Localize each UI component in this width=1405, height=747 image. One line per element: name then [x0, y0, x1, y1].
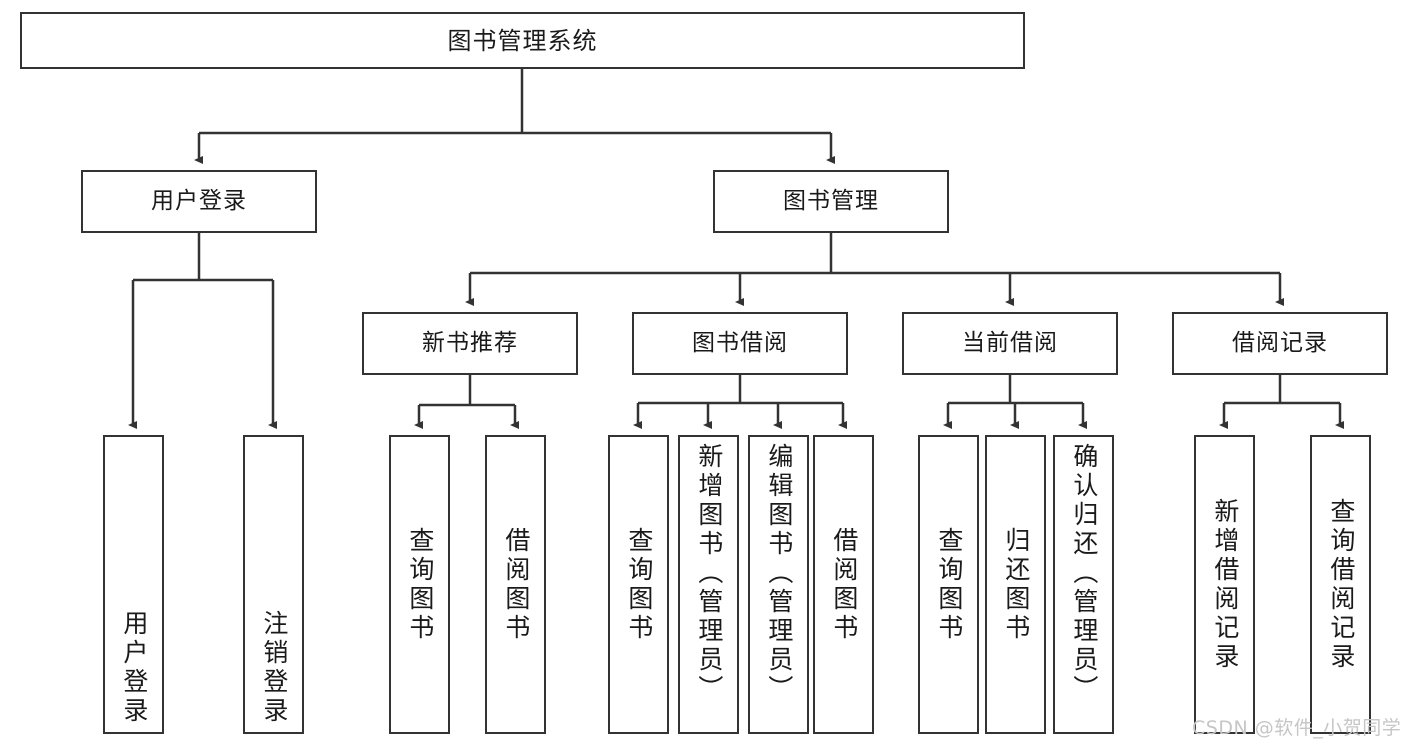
- leaf-query-books-current[interactable]: 查询图书: [918, 435, 979, 734]
- leaf-borrow-books[interactable]: 借阅图书: [813, 435, 874, 734]
- leaf-add-book-admin[interactable]: 新增图书（管理员）: [678, 435, 739, 734]
- leaf-query-books-recommendation[interactable]: 查询图书: [389, 435, 450, 734]
- node-current-borrowing[interactable]: 当前借阅: [902, 312, 1118, 375]
- node-label: 注销登录: [259, 610, 289, 726]
- node-label: 新书推荐: [422, 330, 518, 357]
- node-new-book-recommendation[interactable]: 新书推荐: [362, 312, 578, 375]
- leaf-logout[interactable]: 注销登录: [243, 435, 304, 734]
- node-book-borrowing[interactable]: 图书借阅: [632, 312, 848, 375]
- node-root-book-management-system[interactable]: 图书管理系统: [20, 12, 1025, 69]
- leaf-query-books-borrowing[interactable]: 查询图书: [608, 435, 669, 734]
- node-label: 查询借阅记录: [1326, 497, 1356, 672]
- node-label: 当前借阅: [962, 330, 1058, 357]
- leaf-confirm-return-admin[interactable]: 确认归还（管理员）: [1053, 435, 1114, 734]
- node-label: 图书借阅: [692, 330, 788, 357]
- node-label: 查询图书: [405, 526, 435, 643]
- node-label: 新增图书（管理员）: [694, 443, 724, 704]
- node-book-management[interactable]: 图书管理: [713, 170, 949, 233]
- node-label: 借阅图书: [829, 526, 859, 643]
- node-label: 借阅记录: [1232, 330, 1328, 357]
- leaf-query-borrow-record[interactable]: 查询借阅记录: [1310, 435, 1371, 734]
- node-label: 借阅图书: [501, 526, 531, 643]
- leaf-user-login[interactable]: 用户登录: [103, 435, 164, 734]
- node-borrowing-records[interactable]: 借阅记录: [1172, 312, 1388, 375]
- node-label: 新增借阅记录: [1210, 497, 1240, 672]
- csdn-watermark: CSDN @软件_小贺同学: [1192, 717, 1402, 739]
- leaf-add-borrow-record[interactable]: 新增借阅记录: [1194, 435, 1255, 734]
- leaf-return-books[interactable]: 归还图书: [985, 435, 1046, 734]
- leaf-edit-book-admin[interactable]: 编辑图书（管理员）: [748, 435, 809, 734]
- node-label: 用户登录: [151, 188, 247, 215]
- node-label: 确认归还（管理员）: [1069, 443, 1099, 704]
- node-label: 图书管理: [783, 188, 879, 215]
- leaf-borrow-books-recommendation[interactable]: 借阅图书: [485, 435, 546, 734]
- node-label: 编辑图书（管理员）: [764, 443, 794, 704]
- node-user-login[interactable]: 用户登录: [81, 170, 317, 233]
- node-label: 图书管理系统: [447, 26, 598, 55]
- node-label: 用户登录: [119, 610, 149, 726]
- node-label: 归还图书: [1001, 526, 1031, 643]
- node-label: 查询图书: [624, 526, 654, 643]
- node-label: 查询图书: [934, 526, 964, 643]
